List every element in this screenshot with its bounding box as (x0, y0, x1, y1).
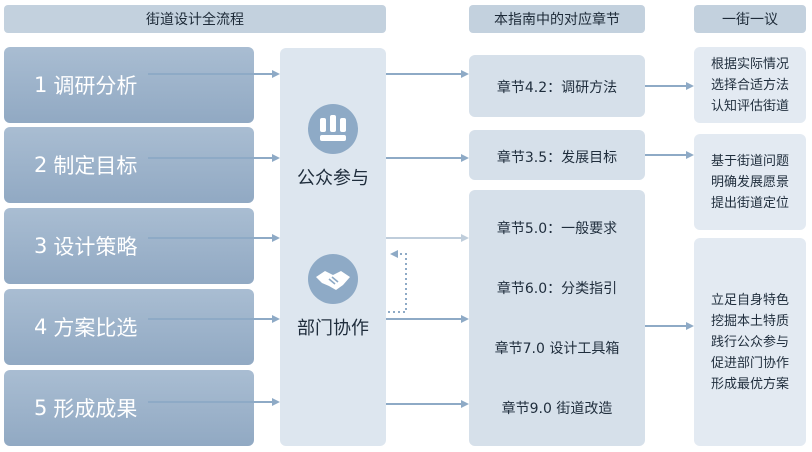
chapter-box-goals (469, 130, 645, 180)
chapter-label: 章节6.0：分类指引 (496, 281, 618, 297)
principle-line: 立足自身特色 (710, 292, 789, 308)
step-research: 1 调研分析 (4, 47, 254, 123)
department-cooperation-label: 部门协作 (297, 318, 369, 339)
principle-line: 根据实际情况 (710, 56, 789, 72)
chapters-header: 本指南中的对应章节 (469, 5, 645, 33)
step-label: 方案比选 (53, 316, 138, 340)
step-label: 制定目标 (53, 154, 138, 178)
step-number: 1 (34, 73, 48, 97)
step-label: 调研分析 (53, 74, 138, 98)
chapter-box-design (469, 190, 645, 446)
chapter-box-research (469, 55, 645, 117)
principle-line: 践行公众参与 (710, 334, 789, 350)
principle-line: 认知评估街道 (710, 98, 789, 114)
step-label: 设计策略 (53, 235, 138, 259)
principle-box-research: 根据实际情况 选择合适方法 认知评估街道 (694, 47, 806, 123)
principle-header: 一街一议 (694, 5, 806, 33)
chapter-label: 章节3.5：发展目标 (496, 150, 618, 166)
process-header: 街道设计全流程 (4, 5, 386, 33)
principle-line: 基于街道问题 (710, 153, 789, 169)
step-number: 3 (34, 234, 48, 258)
principle-line: 选择合适方法 (710, 77, 789, 93)
chapter-label: 章节9.0 街道改造 (501, 401, 613, 417)
handshake-icon (307, 253, 359, 305)
step-number: 4 (34, 315, 48, 339)
step-compare: 4 方案比选 (4, 289, 254, 365)
chapter-label: 章节7.0 设计工具箱 (494, 341, 620, 357)
public-participation-label: 公众参与 (297, 168, 369, 189)
step-number: 2 (34, 153, 48, 177)
step-results: 5 形成成果 (4, 370, 254, 446)
step-label: 形成成果 (53, 397, 138, 421)
step-number: 5 (34, 396, 48, 420)
principle-line: 促进部门协作 (710, 355, 789, 371)
chapter-label: 章节5.0：一般要求 (496, 221, 618, 237)
step-strategy: 3 设计策略 (4, 208, 254, 284)
chapter-label: 章节4.2：调研方法 (496, 80, 618, 96)
feedback-loop-dotted (388, 250, 407, 313)
principle-line: 明确发展愿景 (710, 174, 789, 190)
principle-line: 提出街道定位 (710, 195, 789, 211)
raised-hands-icon (307, 103, 359, 155)
step-goals: 2 制定目标 (4, 127, 254, 203)
principle-box-design: 立足自身特色 挖掘本土特质 践行公众参与 促进部门协作 形成最优方案 (694, 238, 806, 446)
principle-line: 形成最优方案 (710, 376, 789, 392)
principle-box-goals: 基于街道问题 明确发展愿景 提出街道定位 (694, 134, 806, 230)
principle-line: 挖掘本土特质 (710, 313, 789, 329)
